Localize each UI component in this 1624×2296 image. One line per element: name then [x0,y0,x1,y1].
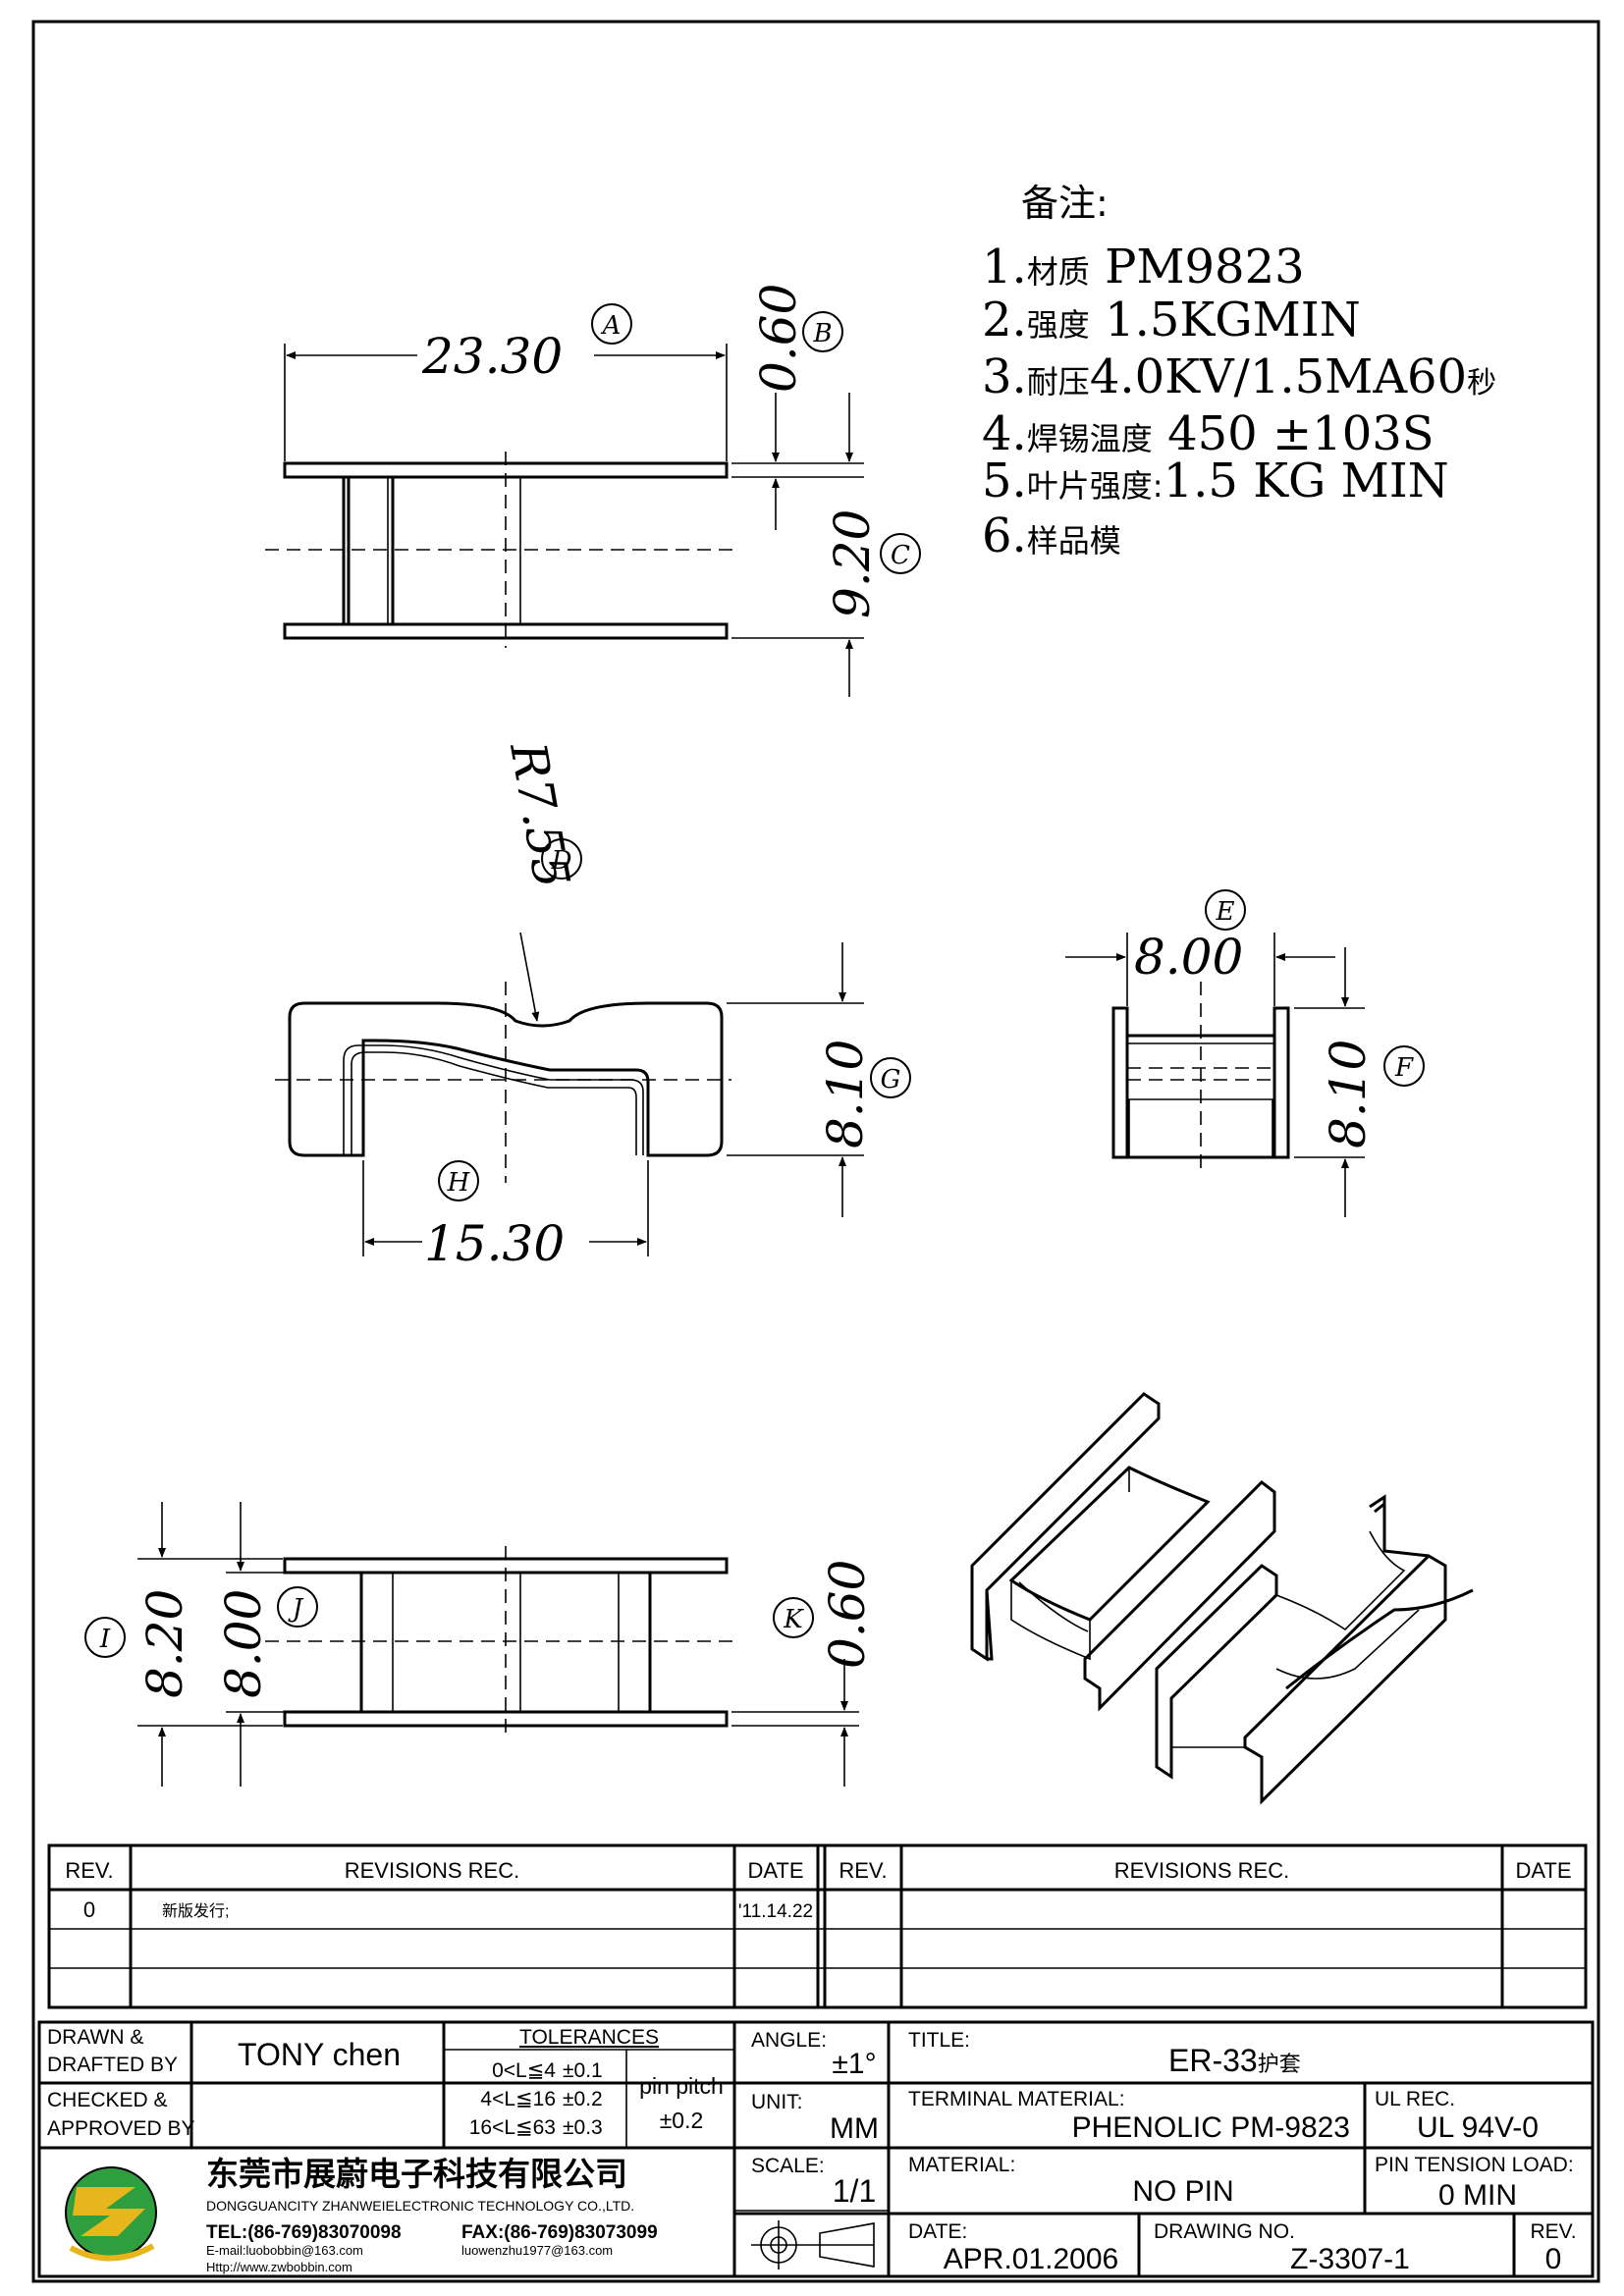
front-view: R7.55 D 8.10 G 15.30 H [275,737,911,1272]
company-tel: TEL:(86-769)83070098 [206,2222,402,2243]
dim-a-label: A [601,311,622,341]
company-http: Http://www.zwbobbin.com [206,2260,352,2274]
material-value: NO PIN [1132,2175,1233,2208]
title-value: ER-33护套 [1168,2043,1301,2078]
title-block: DRAWN & DRAFTED BY TONY chen CHECKED & A… [37,2020,1595,2278]
drawing-no-label: DRAWING NO. [1154,2220,1295,2243]
drawn-label-2: DRAFTED BY [47,2054,178,2076]
checked-label-1: CHECKED & [47,2089,168,2111]
revisions-header-right: REVISIONS REC. [1114,1858,1289,1883]
checked-label-2: APPROVED BY [47,2117,195,2140]
rev-row-rec: 新版发行; [162,1902,229,1920]
title-label: TITLE: [908,2029,970,2052]
tol-range-2: 4<L≦16 [480,2088,556,2110]
company-email-2: luowenzhu1977@163.com [461,2243,613,2258]
tolerances-label: TOLERANCES [519,2026,659,2049]
dim-g-label: G [881,1065,901,1095]
isometric-view [970,1392,1474,1805]
note-5: 5.叶片强度:1.5 KG MIN [982,454,1449,508]
note-2: 2.强度 1.5KGMIN [982,293,1361,347]
pin-tension-label: PIN TENSION LOAD: [1375,2154,1574,2176]
dim-h-value: 15.30 [424,1215,565,1272]
dim-h-label: H [447,1168,471,1198]
side-view: 8.00 E 8.10 F [1065,889,1425,1217]
notes-block: 备注: 1.材质 PM9823 2.强度 1.5KGMIN 3.耐压4.0KV/… [982,182,1496,563]
tol-value-2: ±0.2 [563,2088,603,2110]
drawn-value: TONY chen [238,2037,401,2072]
date-label: DATE: [908,2220,967,2243]
dim-f-label: F [1394,1053,1414,1083]
company-name-en: DONGGUANCITY ZHANWEIELECTRONIC TECHNOLOG… [206,2198,634,2214]
scale-value: 1/1 [833,2173,876,2209]
dim-i-label: I [99,1625,111,1654]
rev-header-right: REV. [839,1858,887,1883]
unit-value: MM [830,2112,879,2145]
unit-label: UNIT: [751,2091,803,2113]
note-3: 3.耐压4.0KV/1.5MA60秒 [982,349,1496,404]
rev-label: REV. [1530,2220,1576,2243]
material-label: MATERIAL: [908,2154,1015,2176]
tol-range-1: 0<L≦4 [492,2059,556,2082]
dim-k-label: K [783,1605,804,1634]
pin-pitch-label: pin pitch [639,2073,724,2099]
note-1: 1.材质 PM9823 [982,240,1305,294]
revisions-header-left: REVISIONS REC. [345,1858,519,1883]
dim-e-value: 8.00 [1134,929,1243,986]
company-logo [65,2166,157,2262]
dim-j-value: 8.00 [215,1589,272,1698]
note-4: 4.焊锡温度 450 ±103S [982,406,1435,461]
projection-symbol-icon [751,2220,875,2269]
dim-k-value: 0.60 [819,1560,876,1669]
terminal-material-value: PHENOLIC PM-9823 [1072,2111,1350,2144]
date-value: APR.01.2006 [944,2243,1118,2275]
dim-g-value: 8.10 [817,1040,874,1148]
company-name-cn: 东莞市展蔚电子科技有限公司 [206,2156,627,2192]
sheet-border [31,20,1600,2283]
dim-j-label: J [288,1594,304,1624]
drawing-no-value: Z-3307-1 [1290,2243,1410,2275]
dim-b-value: 0.60 [750,284,807,393]
date-header-left: DATE [747,1858,803,1883]
top-view: 23.30 A 0.60 B 9.20 C [265,284,921,697]
dim-f-value: 8.10 [1320,1040,1377,1148]
dim-e-label: E [1216,897,1235,927]
revisions-table: REV. REVISIONS REC. DATE REV. REVISIONS … [47,1843,1588,2009]
angle-value: ±1° [832,2048,876,2080]
dim-b-label: B [812,319,832,348]
dim-c-label: C [891,541,910,570]
note-6: 6.样品模 [982,508,1121,563]
pin-pitch-value: ±0.2 [660,2108,704,2133]
rev-header-left: REV. [65,1858,113,1883]
notes-heading: 备注: [1021,182,1109,225]
angle-label: ANGLE: [751,2029,827,2052]
rev-row-rev: 0 [83,1897,95,1922]
dim-i-value: 8.20 [136,1589,193,1698]
tol-value-1: ±0.1 [563,2059,603,2082]
dim-c-value: 9.20 [824,509,881,618]
rev-value: 0 [1545,2243,1562,2275]
bottom-view: 8.20 I 8.00 J 0.60 K [84,1502,876,1787]
company-email-1: E-mail:luobobbin@163.com [206,2243,363,2258]
tol-range-3: 16<L≦63 [469,2116,556,2139]
rev-row-date: '11.14.22 [738,1901,813,1922]
tol-value-3: ±0.3 [563,2116,603,2139]
ul-rec-value: UL 94V-0 [1417,2111,1539,2144]
ul-rec-label: UL REC. [1375,2088,1455,2110]
pin-tension-value: 0 MIN [1438,2179,1517,2212]
company-fax: FAX:(86-769)83073099 [461,2222,658,2243]
drawn-label-1: DRAWN & [47,2026,143,2049]
terminal-material-label: TERMINAL MATERIAL: [908,2088,1125,2110]
date-header-right: DATE [1515,1858,1571,1883]
dim-a-value: 23.30 [421,328,563,385]
dim-d-label: D [551,846,572,876]
scale-label: SCALE: [751,2155,825,2177]
